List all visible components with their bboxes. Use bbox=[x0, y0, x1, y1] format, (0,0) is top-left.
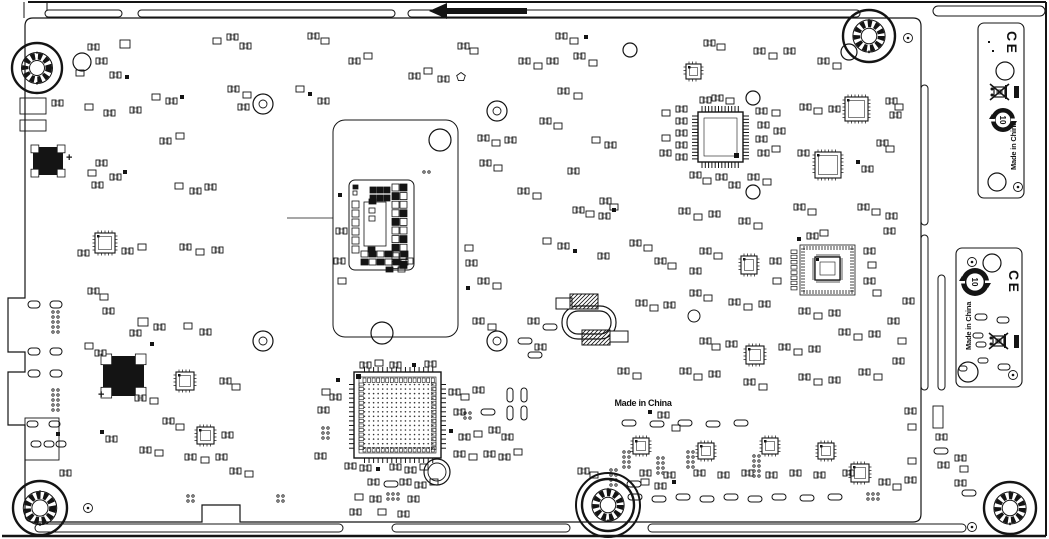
labels-layer: Made in China Made in China Made in Chin… bbox=[614, 31, 1022, 408]
compliance-icons: 10 10 bbox=[959, 83, 1019, 350]
efup-number: 10 bbox=[970, 278, 979, 287]
polarity-plus-mark: + bbox=[66, 152, 72, 164]
fiducial-targets bbox=[83, 33, 1023, 532]
made-in-china-label-panel-top: Made in China bbox=[1009, 121, 1018, 170]
efup-number: 10 bbox=[998, 116, 1007, 125]
routing-slots bbox=[34, 5, 1046, 533]
board-outline bbox=[7, 17, 922, 523]
mounting-holes bbox=[10, 8, 1038, 538]
cpu-socket bbox=[332, 119, 459, 338]
inductor-coil bbox=[555, 293, 629, 346]
made-in-china-label-center: Made in China bbox=[614, 398, 672, 408]
left-arrow-icon bbox=[429, 3, 527, 19]
orientation-arrow bbox=[429, 3, 527, 82]
smd-components-layer bbox=[19, 32, 1011, 518]
polarity-plus-mark: + bbox=[98, 389, 104, 401]
ce-mark-panel-mid: CE bbox=[1006, 270, 1022, 294]
coupon-panels bbox=[955, 22, 1025, 388]
ce-mark-panel-top: CE bbox=[1004, 31, 1020, 55]
electrolytic-capacitors: ++ bbox=[30, 144, 147, 401]
qfp-chip-top bbox=[692, 106, 749, 168]
made-in-china-label-panel-mid: Made in China bbox=[964, 301, 973, 350]
qfp-chip-mid bbox=[790, 244, 856, 296]
bga-chip bbox=[349, 367, 446, 463]
